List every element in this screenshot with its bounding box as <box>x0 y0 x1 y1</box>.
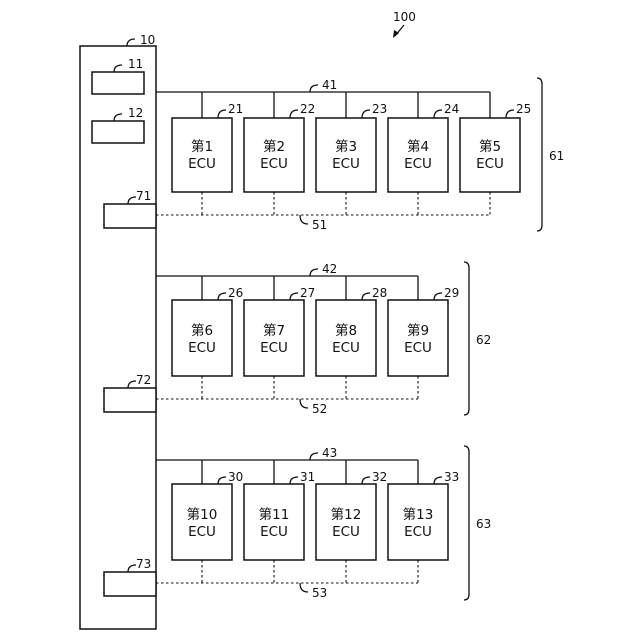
ecu-ref: 30 <box>228 470 243 484</box>
ecu-label-number: 第6 <box>191 322 213 339</box>
group-ref: 61 <box>549 149 564 163</box>
dashed-ref: 51 <box>312 218 327 232</box>
ecu-label-number: 第4 <box>407 138 429 155</box>
ecu-label-type: ECU <box>404 524 432 540</box>
ecu-label-type: ECU <box>260 156 288 172</box>
ecu-label-number: 第5 <box>479 138 501 155</box>
dashed-line <box>156 192 490 215</box>
ecu-label-type: ECU <box>188 340 216 356</box>
ecu-label-number: 第8 <box>335 322 357 339</box>
controller-block-11 <box>92 72 144 94</box>
ecu-box <box>388 118 448 192</box>
bus-leader <box>310 269 318 276</box>
figure-ref-label: 100 <box>393 10 416 24</box>
group-bracket <box>464 262 469 415</box>
ecu-leader <box>434 293 442 300</box>
bus-ref: 42 <box>322 262 337 276</box>
ecu-group-63: 43 第10 ECU 30 第11 ECU 31 第12 ECU 32 第13 … <box>104 446 491 600</box>
ecu-label-type: ECU <box>188 156 216 172</box>
dashed-ref: 53 <box>312 586 327 600</box>
group-ref: 63 <box>476 517 491 531</box>
ecu-label-number: 第9 <box>407 322 429 339</box>
dashed-line <box>156 560 418 583</box>
ecu-ref: 27 <box>300 286 315 300</box>
ecu-box <box>460 118 520 192</box>
ecu-label-type: ECU <box>260 340 288 356</box>
interface-ref: 71 <box>136 189 151 203</box>
ecu-label-number: 第2 <box>263 138 285 155</box>
dashed-leader <box>300 215 308 224</box>
controller-leader <box>127 39 135 46</box>
ecu-label-type: ECU <box>476 156 504 172</box>
ecu-ref: 23 <box>372 102 387 116</box>
ecu-label-type: ECU <box>260 524 288 540</box>
ecu-leader <box>506 110 514 118</box>
bus-leader <box>310 453 318 460</box>
ecu-leader <box>290 293 298 300</box>
ecu-label-number: 第1 <box>191 138 213 155</box>
ecu-ref: 26 <box>228 286 243 300</box>
controller-ref: 10 <box>140 33 155 47</box>
ecu-box <box>172 118 232 192</box>
ecu-ref: 29 <box>444 286 459 300</box>
dashed-ref: 52 <box>312 402 327 416</box>
dashed-leader <box>300 399 308 408</box>
figure-reference: 100 <box>393 10 416 38</box>
group-bracket <box>464 446 469 600</box>
controller-block-12-ref: 12 <box>128 106 143 120</box>
ecu-label-number: 第12 <box>331 506 362 523</box>
ecu-leader <box>218 110 226 118</box>
ecu-leader <box>434 110 442 118</box>
ecu-leader <box>218 293 226 300</box>
ecu-label-type: ECU <box>404 340 432 356</box>
ecu-ref: 33 <box>444 470 459 484</box>
interface-ref: 73 <box>136 557 151 571</box>
group-ref: 62 <box>476 333 491 347</box>
ecu-leader <box>362 293 370 300</box>
ecu-leader <box>434 477 442 484</box>
ecu-box <box>316 118 376 192</box>
ecu-label-type: ECU <box>332 524 360 540</box>
bus-leader <box>310 85 318 92</box>
ecu-ref: 21 <box>228 102 243 116</box>
ecu-ref: 22 <box>300 102 315 116</box>
ecu-ref: 31 <box>300 470 315 484</box>
controller-block-11-ref: 11 <box>128 57 143 71</box>
bus-ref: 43 <box>322 446 337 460</box>
controller: 10 11 12 <box>80 33 156 629</box>
ecu-ref: 28 <box>372 286 387 300</box>
interface-block <box>104 388 156 412</box>
ecu-label-type: ECU <box>188 524 216 540</box>
ecu-ref: 25 <box>516 102 531 116</box>
ecu-leader <box>362 477 370 484</box>
ecu-leader <box>290 110 298 118</box>
ecu-box <box>244 118 304 192</box>
ecu-leader <box>362 110 370 118</box>
ecu-ref: 32 <box>372 470 387 484</box>
ecu-leader <box>290 477 298 484</box>
dashed-leader <box>300 583 308 592</box>
ecu-label-number: 第7 <box>263 322 285 339</box>
group-bracket <box>537 78 542 231</box>
interface-block <box>104 204 156 228</box>
ecu-label-type: ECU <box>404 156 432 172</box>
interface-block <box>104 572 156 596</box>
interface-ref: 72 <box>136 373 151 387</box>
ecu-label-number: 第3 <box>335 138 357 155</box>
controller-block-12 <box>92 121 144 143</box>
ecu-group-61: 41 第1 ECU 21 第2 ECU 22 第3 ECU 23 第4 ECU … <box>104 78 564 232</box>
ecu-label-number: 第11 <box>259 506 290 523</box>
ecu-label-type: ECU <box>332 340 360 356</box>
ecu-ref: 24 <box>444 102 459 116</box>
ecu-label-number: 第13 <box>403 506 434 523</box>
ecu-leader <box>218 477 226 484</box>
ecu-group-62: 42 第6 ECU 26 第7 ECU 27 第8 ECU 28 第9 ECU … <box>104 262 491 416</box>
dashed-line <box>156 376 418 399</box>
bus-ref: 41 <box>322 78 337 92</box>
ecu-label-number: 第10 <box>187 506 218 523</box>
ecu-label-type: ECU <box>332 156 360 172</box>
